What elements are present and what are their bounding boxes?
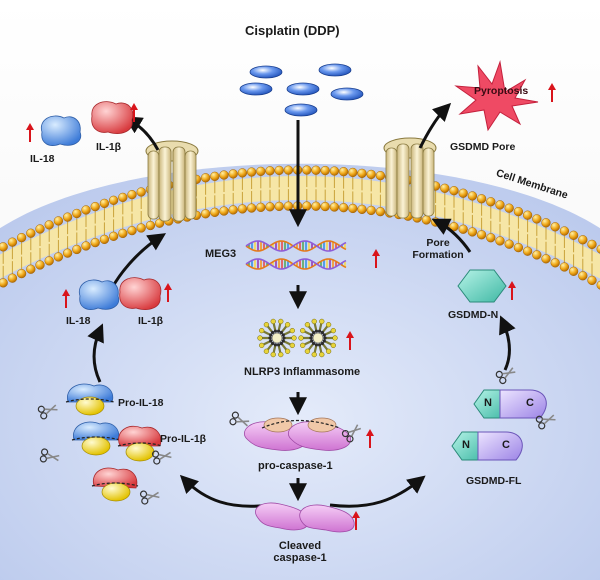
gsdmd-fl-upper-icon bbox=[473, 389, 547, 419]
cleaved-caspase-1-line1: Cleaved bbox=[278, 540, 322, 552]
gsdmd-fl-upper-c: C bbox=[526, 397, 534, 409]
up-arrow-icon bbox=[352, 511, 360, 530]
scissors-icon bbox=[341, 424, 362, 443]
il-1b-outside-icon bbox=[91, 101, 134, 134]
cleaved-caspase-1-icon bbox=[255, 502, 355, 533]
scissors-icon bbox=[535, 414, 556, 430]
up-arrow-icon bbox=[346, 331, 354, 350]
up-arrow-icon bbox=[26, 123, 34, 142]
inflammasome-icon bbox=[257, 318, 338, 358]
pyroptosis-burst bbox=[454, 60, 539, 132]
meg3-label: MEG3 bbox=[205, 248, 237, 260]
pore-formation-label: Pore Formation bbox=[412, 237, 464, 261]
nlrp3-inflammasome-label: NLRP3 Inflammasome bbox=[244, 366, 361, 378]
up-arrow-icon bbox=[366, 429, 374, 448]
upregulation-arrows bbox=[26, 83, 556, 530]
right-channel-pore-icon bbox=[383, 137, 437, 219]
pore-formation-line1: Pore bbox=[426, 237, 450, 249]
pro-caspase-1-icon bbox=[243, 417, 352, 451]
gsdmd-fl-label: GSDMD-FL bbox=[466, 475, 522, 487]
up-arrow-icon bbox=[130, 103, 138, 122]
il-18-inside-label: IL-18 bbox=[66, 315, 91, 327]
il-1b-outside-label: IL-1β bbox=[96, 141, 122, 153]
scissors-icon bbox=[229, 411, 250, 427]
gsdmd-fl-lower-icon bbox=[451, 431, 523, 461]
scissors-icon bbox=[151, 450, 172, 465]
pro-caspase-1-label: pro-caspase-1 bbox=[258, 460, 333, 472]
il-18-outside-label: IL-18 bbox=[30, 153, 55, 165]
dna-helix-icon bbox=[245, 240, 347, 270]
il-1b-inside-label: IL-1β bbox=[138, 315, 164, 327]
gsdmd-fl-lower-n: N bbox=[462, 439, 470, 451]
scissors-icon bbox=[37, 404, 58, 420]
scissors-group bbox=[37, 367, 556, 505]
scissors-icon bbox=[39, 448, 60, 463]
il-18-inside-icon bbox=[78, 279, 120, 310]
pro-il-18-label: Pro-IL-18 bbox=[118, 397, 164, 409]
pro-il-18-icon-2 bbox=[71, 421, 121, 456]
gsdmd-pore-label: GSDMD Pore bbox=[450, 141, 516, 153]
pore-formation-line2: Formation bbox=[412, 248, 464, 261]
up-arrow-icon bbox=[548, 83, 556, 102]
cytoplasm bbox=[0, 163, 600, 580]
il-1b-inside-icon bbox=[119, 277, 162, 310]
pyroptosis-label: Pyroptosis bbox=[474, 85, 529, 97]
cisplatin-molecules bbox=[239, 63, 364, 117]
gsdmd-fl-upper-n: N bbox=[484, 397, 492, 409]
up-arrow-icon bbox=[164, 283, 172, 302]
gsdmd-fl-lower-c: C bbox=[502, 439, 510, 451]
up-arrow-icon bbox=[62, 289, 70, 308]
cleaved-caspase-1-line2: caspase-1 bbox=[273, 552, 327, 565]
pro-il-18-icon bbox=[65, 383, 115, 416]
left-channel-pore-icon bbox=[145, 140, 199, 222]
scissors-icon bbox=[495, 367, 516, 385]
up-arrow-icon bbox=[372, 249, 380, 268]
pro-il-1b-label: Pro-IL-1β bbox=[160, 433, 207, 445]
pro-il-1b-icon-2 bbox=[91, 467, 139, 502]
gsdmd-n-hexagon-icon bbox=[457, 269, 507, 303]
gsdmd-n-label: GSDMD-N bbox=[448, 309, 499, 321]
cleaved-caspase-1-label: Cleaved caspase-1 bbox=[268, 540, 332, 564]
scissors-icon bbox=[139, 490, 160, 505]
il-18-outside-icon bbox=[40, 115, 82, 146]
up-arrow-icon bbox=[508, 281, 516, 300]
title-cisplatin: Cisplatin (DDP) bbox=[245, 23, 340, 38]
